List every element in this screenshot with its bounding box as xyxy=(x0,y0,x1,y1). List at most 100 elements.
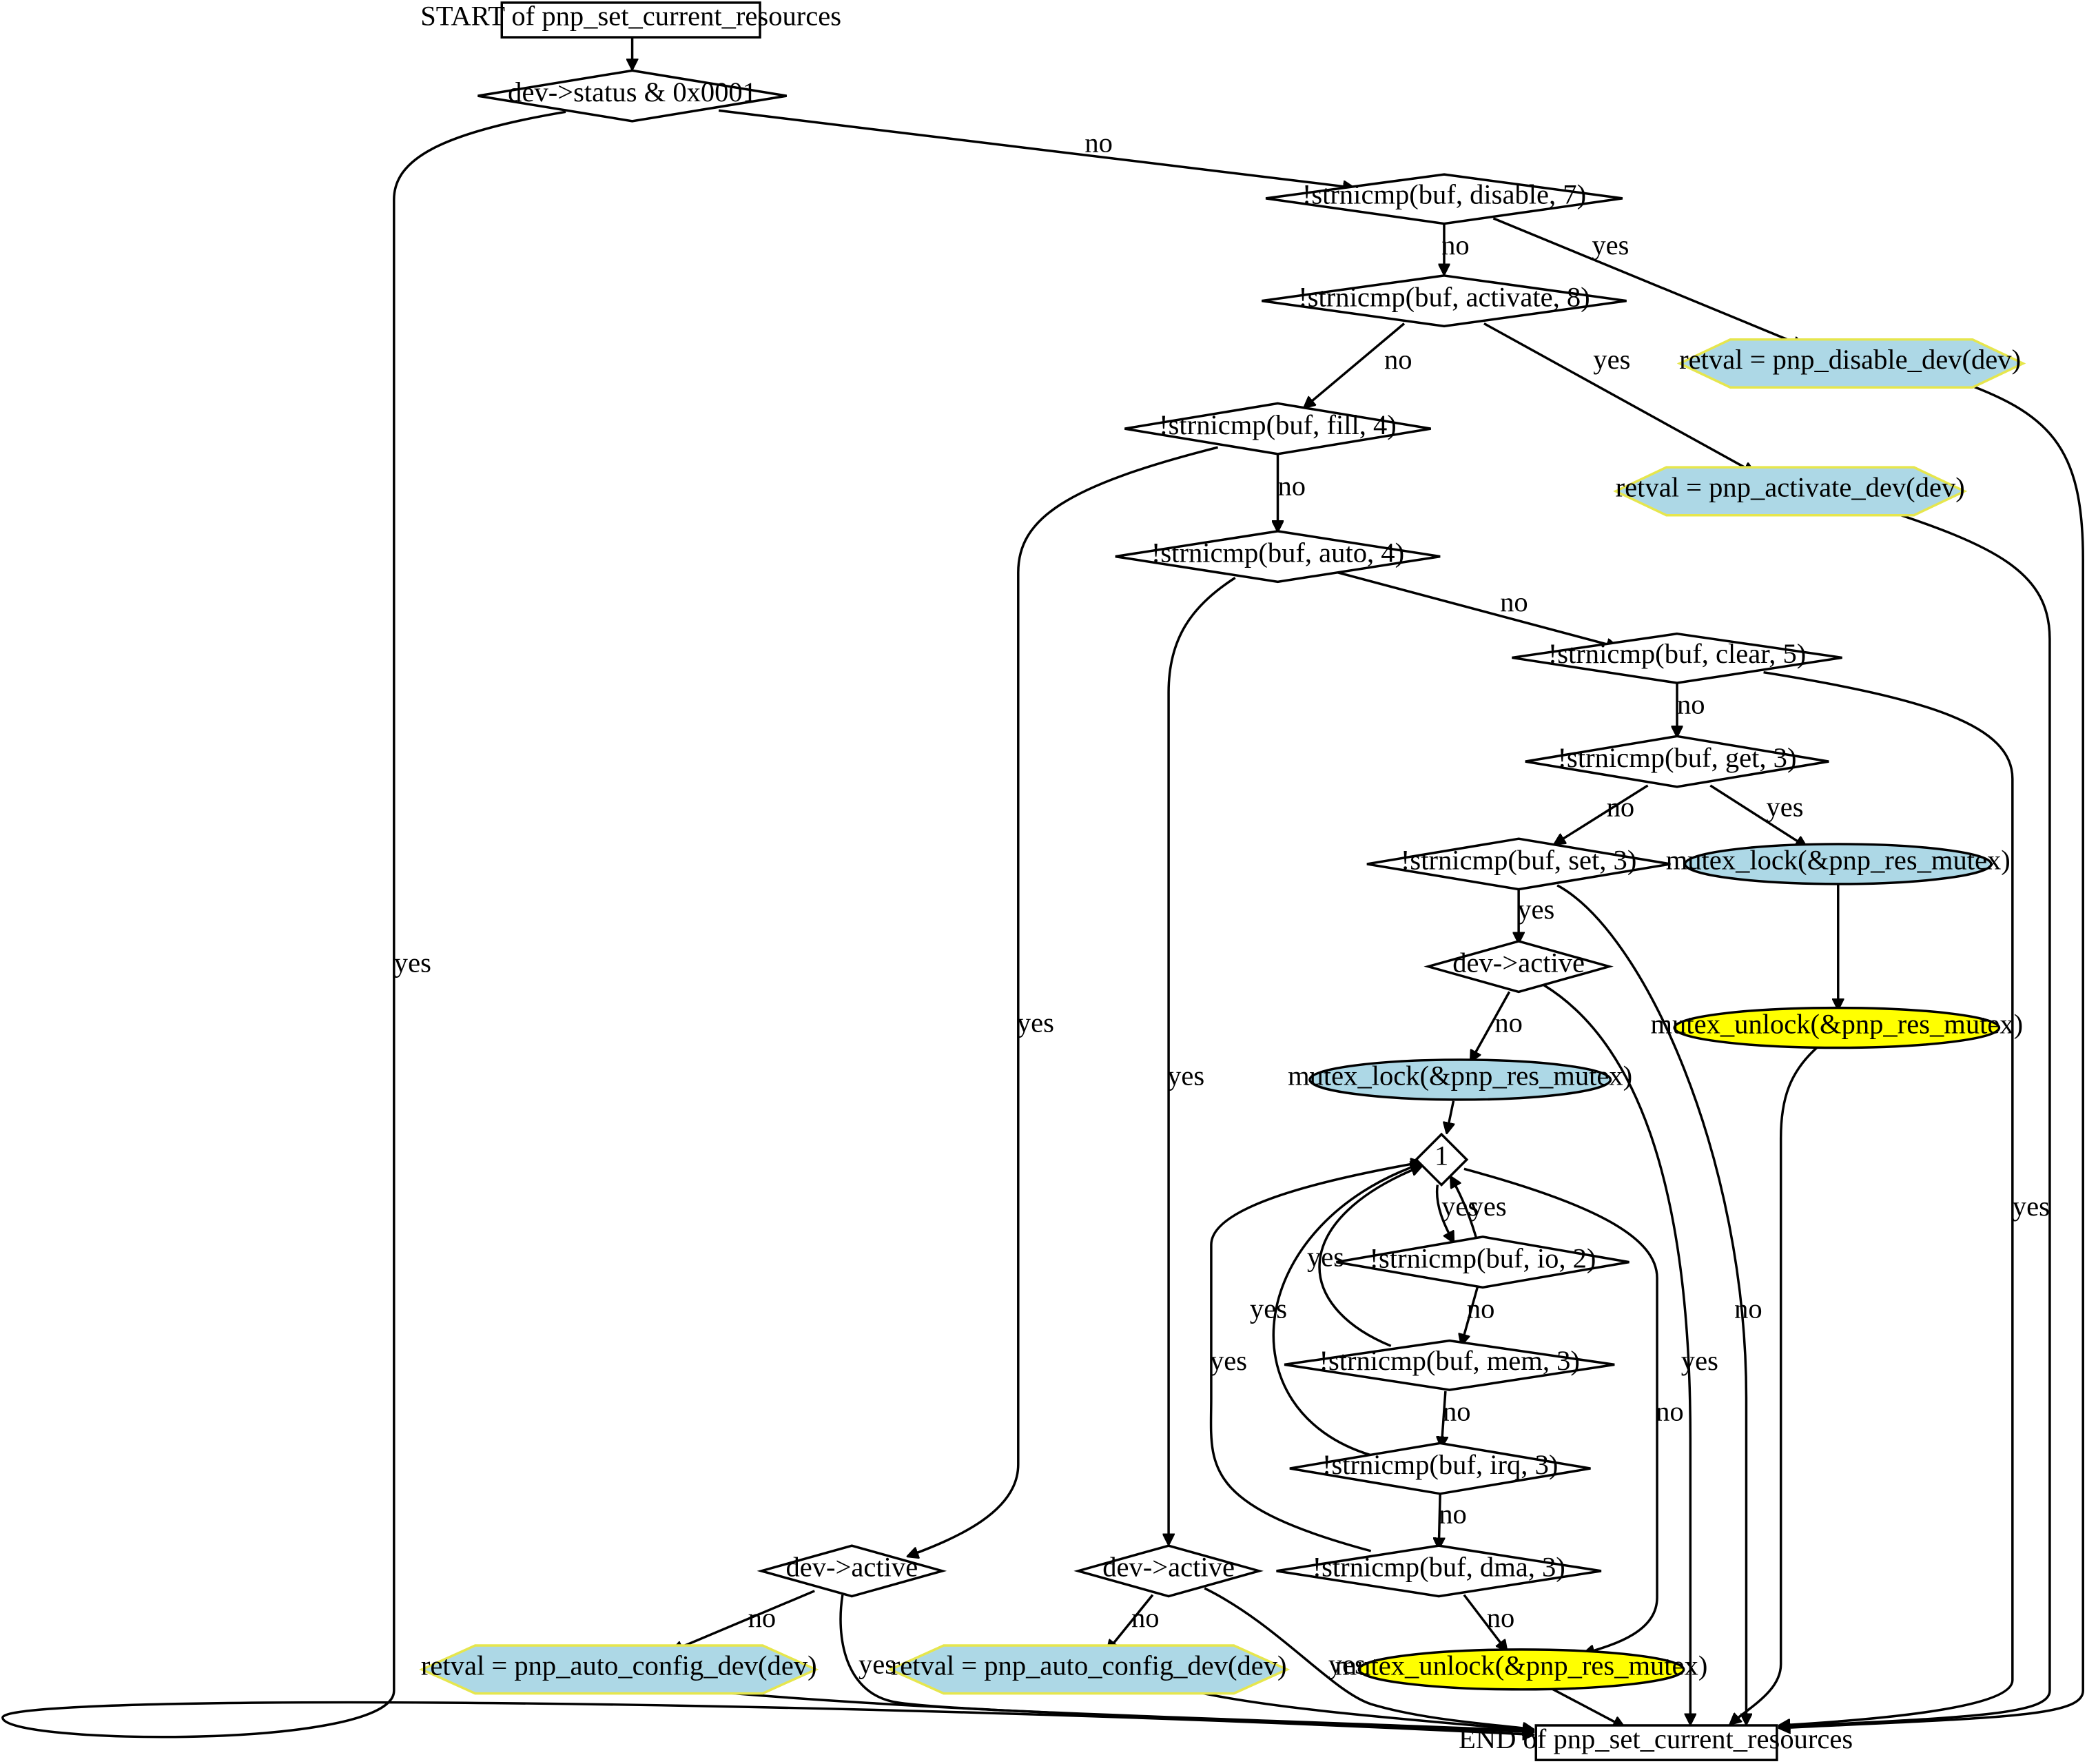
decision-irq: !strnicmp(buf, irq, 3) xyxy=(1289,1442,1591,1495)
decision-clear: !strnicmp(buf, clear, 5) xyxy=(1512,632,1842,684)
edge-label: yes xyxy=(1167,1060,1204,1091)
decision-label: !strnicmp(buf, disable, 7) xyxy=(1302,179,1586,210)
decision-label: !strnicmp(buf, dma, 3) xyxy=(1313,1552,1565,1583)
edge-io-no-to-mem xyxy=(1461,1286,1479,1344)
edge-label: no xyxy=(1384,344,1412,375)
edge-dev-active-auto-yes-to-end xyxy=(1204,1587,1533,1730)
process-label: retval = pnp_disable_dev(dev) xyxy=(1679,344,2021,375)
nodes: START of pnp_set_current_resources dev->… xyxy=(419,1,2026,1761)
decision-label: !strnicmp(buf, activate, 8) xyxy=(1298,281,1590,312)
process-label: retval = pnp_activate_dev(dev) xyxy=(1616,472,1965,503)
decision-label: 1 xyxy=(1435,1140,1448,1171)
edge-loop-no-to-unlock xyxy=(1463,1167,1658,1653)
edge-label: no xyxy=(1734,1293,1762,1324)
edge-label: no xyxy=(1607,791,1635,822)
edge-mem-no-to-irq xyxy=(1441,1391,1446,1447)
edge-label: yes xyxy=(1766,791,1803,822)
edge-label: no xyxy=(1439,1498,1467,1529)
edge-label: no xyxy=(1131,1602,1160,1633)
process-mutex-lock-get: mutex_lock(&pnp_res_mutex) xyxy=(1666,843,2011,885)
edge-label: yes xyxy=(1592,229,1629,260)
process-label: retval = pnp_auto_config_dev(dev) xyxy=(891,1650,1287,1681)
edge-dma-no-to-unlock xyxy=(1463,1594,1507,1651)
edge-irq-yes-to-loop xyxy=(1272,1164,1421,1457)
edge-set-no-to-end xyxy=(1556,884,1746,1724)
edge-label: yes xyxy=(859,1649,896,1680)
decision-set: !strnicmp(buf, set, 3) xyxy=(1366,837,1671,891)
process-retval-activate: retval = pnp_activate_dev(dev) xyxy=(1613,466,1968,517)
decision-fill: !strnicmp(buf, fill, 4) xyxy=(1124,402,1431,455)
decision-label: dev->active xyxy=(785,1552,918,1583)
edge-dev-active-yes-to-end xyxy=(1543,984,1690,1724)
edge-retval-activate-to-end xyxy=(1780,506,2051,1727)
edge-dev-active-auto-no-to-retval xyxy=(1107,1594,1154,1651)
edge-label: no xyxy=(1443,1396,1471,1427)
edge-label: yes xyxy=(1250,1293,1287,1324)
edge-label: yes xyxy=(1210,1345,1247,1376)
decision-io: !strnicmp(buf, io, 2) xyxy=(1336,1235,1629,1289)
edge-label: yes xyxy=(1017,1007,1054,1038)
edge-dev-active-fill-no-to-retval xyxy=(672,1590,815,1651)
edge-label: no xyxy=(1500,586,1528,617)
process-mutex-unlock-get: mutex_unlock(&pnp_res_mutex) xyxy=(1650,1006,2023,1049)
edge-get-yes-to-mutex-lock xyxy=(1709,784,1806,847)
decision-label: dev->active xyxy=(1452,947,1585,978)
edge-label: no xyxy=(1487,1602,1515,1633)
edge-retval-auto-to-end xyxy=(1191,1690,1533,1731)
process-mutex-lock-set: mutex_lock(&pnp_res_mutex) xyxy=(1288,1058,1632,1101)
edge-irq-no-to-dma xyxy=(1439,1493,1440,1548)
edge-get-no-to-set xyxy=(1554,784,1649,844)
edge-auto-yes-to-dev-active xyxy=(1169,577,1236,1545)
decision-dma: !strnicmp(buf, dma, 3) xyxy=(1276,1544,1602,1598)
edge-dev-active-no-to-mutex-lock xyxy=(1471,991,1511,1060)
edge-label: yes xyxy=(1681,1345,1718,1376)
edge-label: yes xyxy=(394,947,431,978)
edge-label: yes xyxy=(1517,894,1554,925)
start-label: START of pnp_set_current_resources xyxy=(420,1,841,32)
edge-io-yes-to-loop xyxy=(1451,1177,1479,1243)
edge-labels: yes no no yes no yes no yes no yes no ye… xyxy=(394,127,2050,1679)
process-retval-auto-auto: retval = pnp_auto_config_dev(dev) xyxy=(887,1644,1291,1695)
edge-retval-fill-to-end xyxy=(718,1690,1533,1732)
decision-mem: !strnicmp(buf, mem, 3) xyxy=(1284,1339,1615,1391)
decision-auto: !strnicmp(buf, auto, 4) xyxy=(1115,530,1441,584)
decision-label: !strnicmp(buf, irq, 3) xyxy=(1322,1449,1558,1480)
decision-disable: !strnicmp(buf, disable, 7) xyxy=(1265,173,1623,225)
start-node: START of pnp_set_current_resources xyxy=(420,1,841,39)
decision-label: !strnicmp(buf, auto, 4) xyxy=(1151,537,1404,568)
edge-loop-yes-to-io xyxy=(1435,1184,1454,1242)
edge-clear-yes-to-end xyxy=(1763,670,2014,1725)
edge-status-yes-to-end xyxy=(1,110,1534,1736)
decision-dev-active-fill: dev->active xyxy=(757,1544,947,1598)
edge-label: yes xyxy=(1593,344,1630,375)
edge-label: yes xyxy=(2013,1191,2050,1222)
process-label: retval = pnp_auto_config_dev(dev) xyxy=(421,1650,817,1681)
edge-label: no xyxy=(1656,1396,1684,1427)
edge-label: yes xyxy=(1441,1191,1479,1222)
decision-dev-active-auto: dev->active xyxy=(1073,1544,1264,1598)
decision-label: !strnicmp(buf, io, 2) xyxy=(1370,1242,1596,1273)
decision-dev-active-set: dev->active xyxy=(1423,940,1614,994)
edge-mem-yes-to-loop xyxy=(1318,1166,1421,1347)
edge-label: yes xyxy=(1328,1649,1366,1680)
edge-label: no xyxy=(1277,471,1306,502)
decision-loop: 1 xyxy=(1414,1132,1469,1187)
edge-status-no-to-disable xyxy=(718,109,1353,187)
decision-label: !strnicmp(buf, set, 3) xyxy=(1401,845,1636,876)
decision-status: dev->status & 0x0001 xyxy=(477,69,787,123)
edge-label: yes xyxy=(1470,1191,1507,1222)
edge-label: yes xyxy=(1307,1241,1344,1272)
edge-label: no xyxy=(1441,229,1470,260)
process-mutex-unlock-set: mutex_unlock(&pnp_res_mutex) xyxy=(1335,1648,1707,1691)
edge-auto-no-to-clear xyxy=(1337,571,1617,647)
decision-label: !strnicmp(buf, mem, 3) xyxy=(1319,1345,1579,1376)
edges xyxy=(1,37,2084,1737)
edge-unlock-set-to-end xyxy=(1550,1687,1624,1727)
edge-mutex-lock-to-loop xyxy=(1447,1100,1454,1133)
decision-label: dev->active xyxy=(1102,1552,1235,1583)
edge-activate-yes-to-retval-activate xyxy=(1483,322,1754,472)
process-retval-disable: retval = pnp_disable_dev(dev) xyxy=(1676,338,2026,389)
process-label: mutex_unlock(&pnp_res_mutex) xyxy=(1650,1008,2023,1039)
edge-disable-yes-to-retval-disable xyxy=(1492,217,1803,346)
process-label: mutex_lock(&pnp_res_mutex) xyxy=(1666,845,2011,876)
